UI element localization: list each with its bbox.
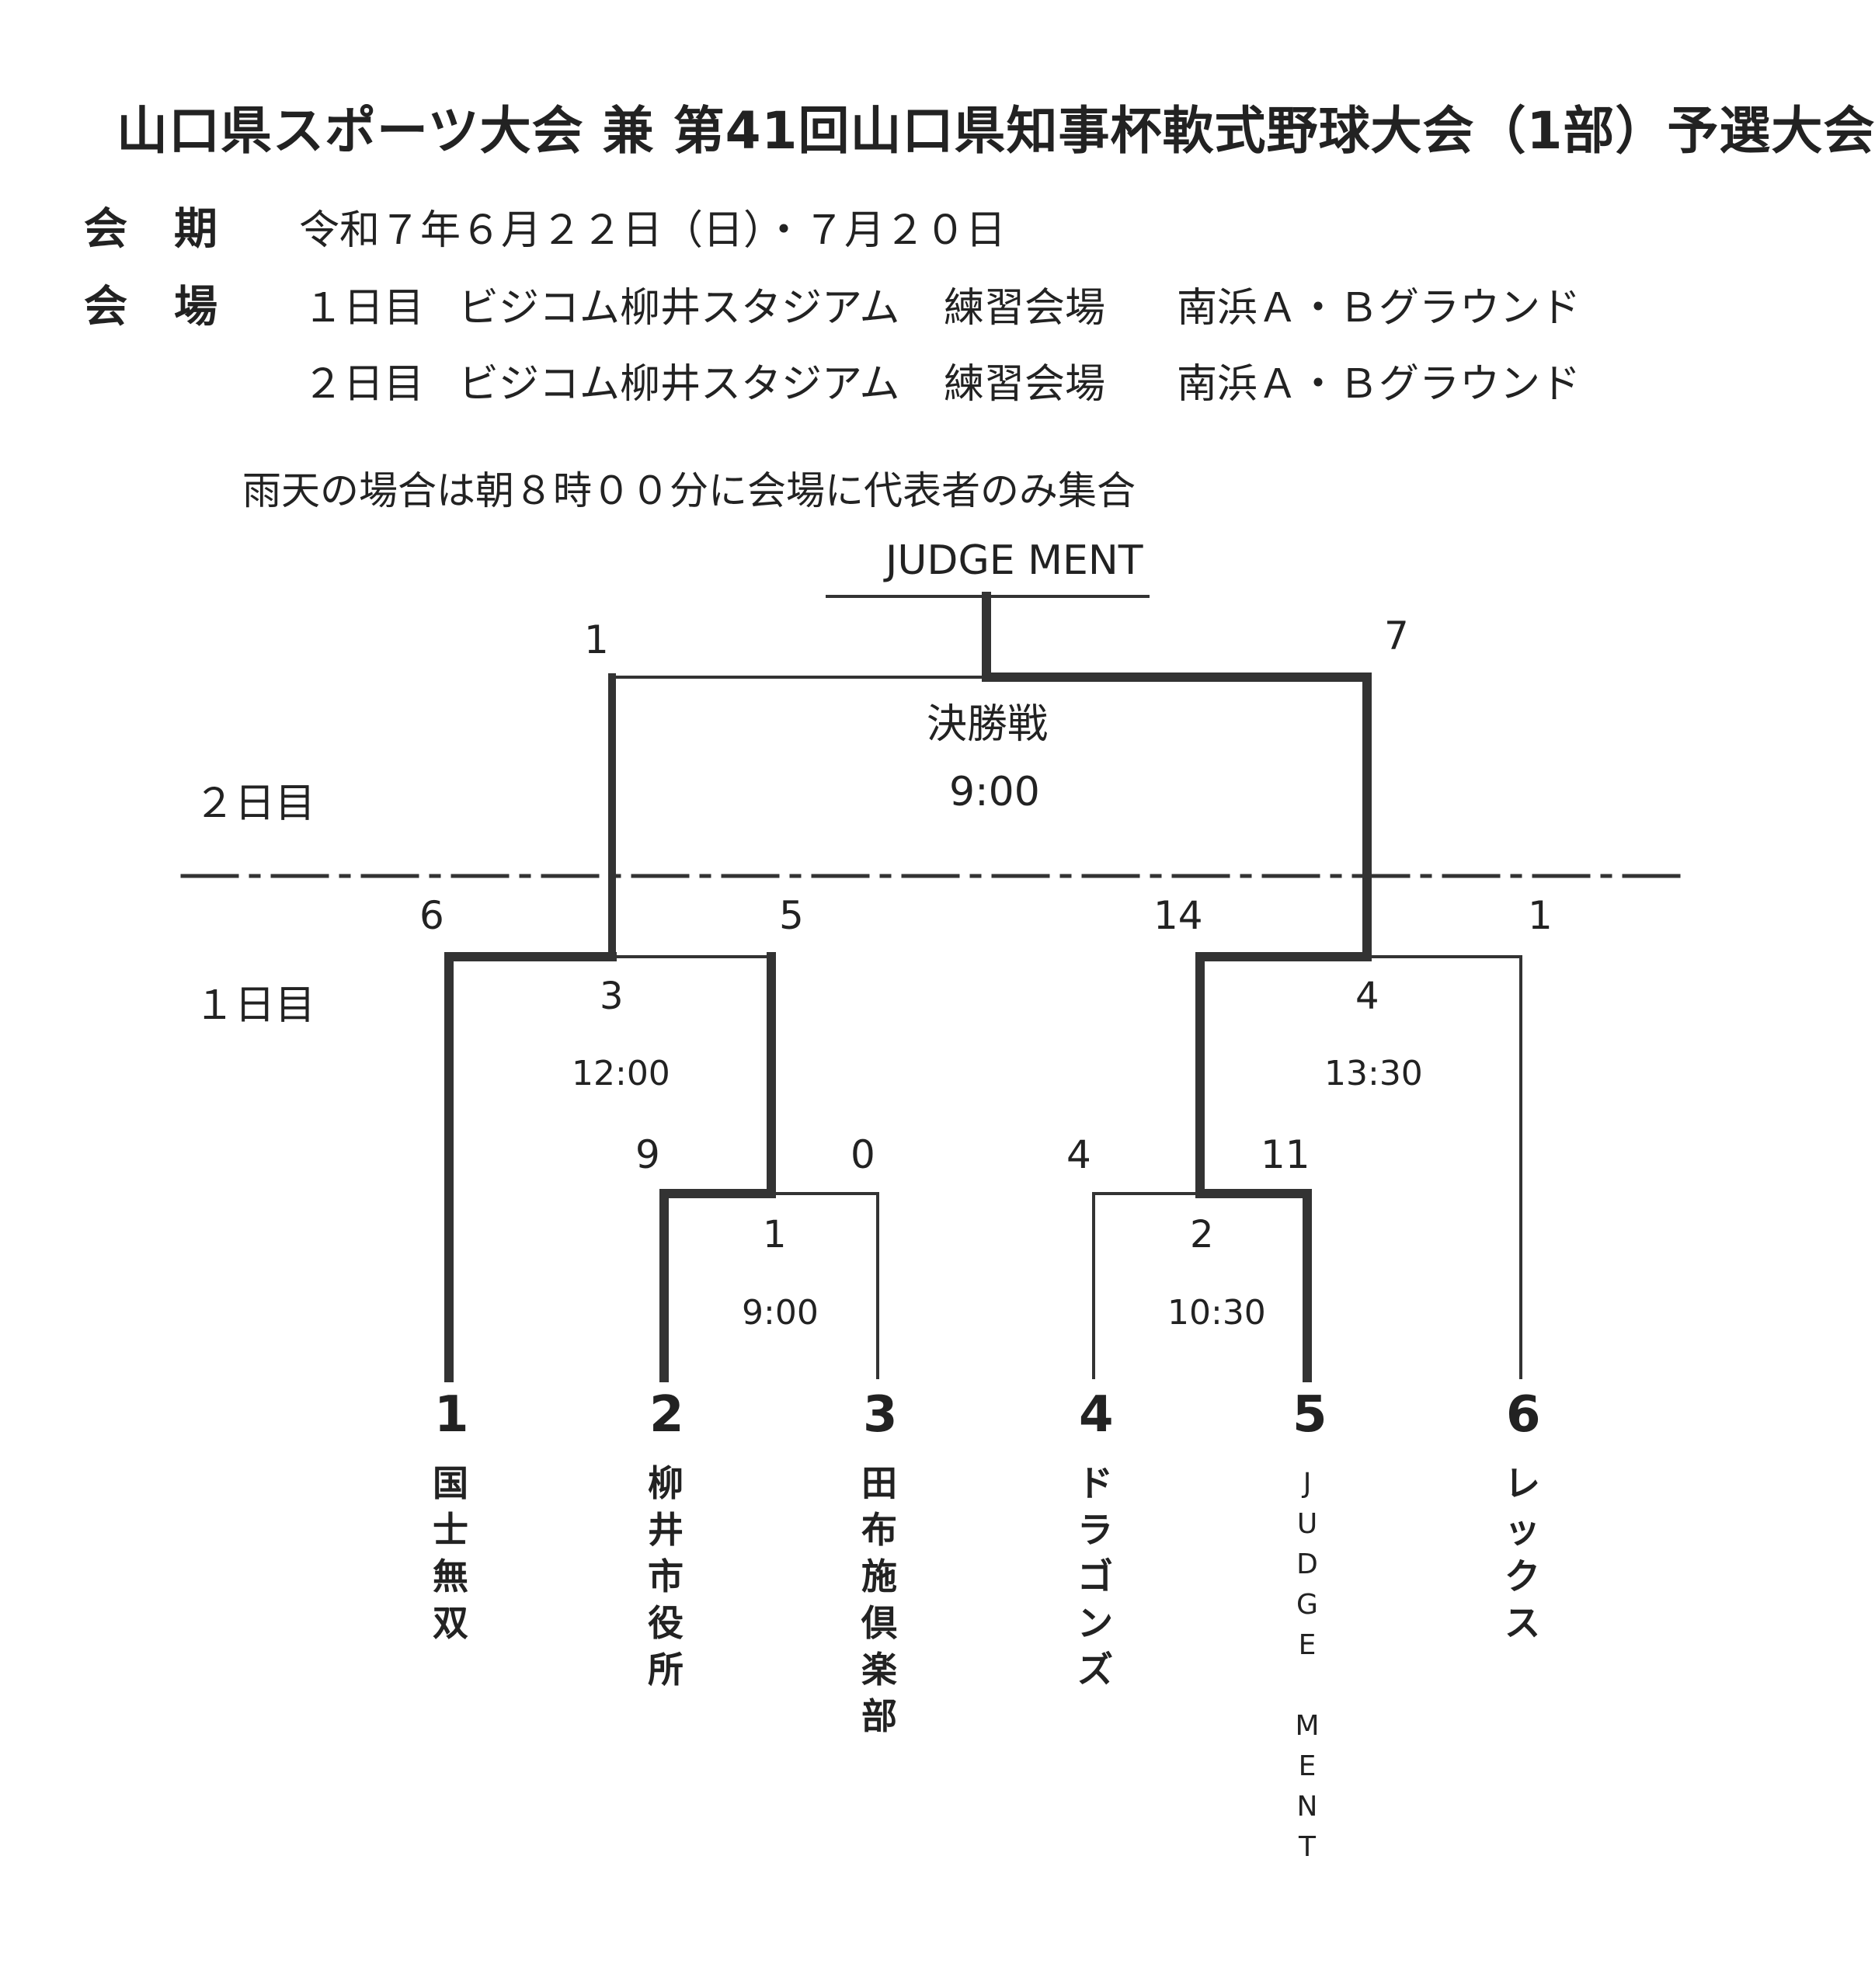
qf-right-time: 10:30	[1167, 1293, 1266, 1333]
final-score-left: 1	[584, 617, 609, 662]
team-seed-1: 1	[434, 1386, 469, 1444]
qf-right-match-number: 2	[1190, 1213, 1214, 1256]
venue-day: １日目	[303, 285, 425, 332]
semi-right-score-right: 1	[1528, 893, 1553, 938]
final-name: 決勝戦	[927, 701, 1049, 748]
rain-note: 雨天の場合は朝８時００分に会場に代表者のみ集合	[242, 468, 1136, 513]
semi-left-score-left: 6	[419, 893, 444, 938]
semi-right-score-left: 14	[1153, 893, 1203, 938]
venue-label: 会場	[84, 282, 264, 332]
qf-left-score-left: 9	[635, 1132, 660, 1177]
day1-label: １日目	[194, 982, 316, 1029]
venue-day: ２日目	[303, 361, 425, 408]
team-seed-5: 5	[1292, 1386, 1327, 1444]
day2-label: ２日目	[194, 780, 316, 827]
qf-left-time: 9:00	[742, 1293, 819, 1333]
venue-stadium: ビジコム柳井スタジアム	[458, 361, 900, 408]
team-name-2: 柳井市役所	[648, 1462, 684, 1691]
venue-practice: 練習会場	[944, 361, 1106, 408]
period-label: 会期	[84, 204, 264, 255]
bracket-lines	[180, 592, 1684, 1382]
qf-right-score-right: 11	[1261, 1132, 1310, 1177]
qf-right-score-left: 4	[1066, 1132, 1091, 1177]
venue-ground: 南浜Ａ・Ｂグラウンド	[1177, 361, 1581, 408]
qf-left-score-right: 0	[851, 1132, 875, 1177]
qf-left-match-number: 1	[763, 1213, 787, 1256]
semi-right-time: 13:30	[1324, 1054, 1423, 1093]
semi-left-match-number: 3	[600, 975, 624, 1018]
team-seed-2: 2	[649, 1386, 684, 1444]
team-seed-6: 6	[1506, 1386, 1541, 1444]
team-name-3: 田布施倶楽部	[861, 1462, 897, 1737]
final-time: 9:00	[949, 769, 1040, 815]
team-seed-4: 4	[1079, 1386, 1114, 1444]
team-seed-3: 3	[863, 1386, 898, 1444]
semi-right-match-number: 4	[1355, 975, 1379, 1018]
venue-practice: 練習会場	[944, 285, 1106, 332]
team-name-6: レックス	[1505, 1462, 1540, 1644]
page-title: 山口県スポーツ大会 兼 第41回山口県知事杯軟式野球大会（1部）予選大会	[117, 101, 1875, 161]
champion-name: JUDGE MENT	[885, 537, 1143, 584]
period-value: 令和７年６月２２日（日）・７月２０日	[299, 207, 1007, 254]
venue-ground: 南浜Ａ・Ｂグラウンド	[1177, 285, 1581, 332]
team-name-4: ドラゴンズ	[1077, 1462, 1113, 1691]
semi-left-time: 12:00	[572, 1054, 670, 1093]
team-name-1: 国士無双	[433, 1462, 468, 1644]
semi-left-score-right: 5	[779, 893, 804, 938]
final-score-right: 7	[1384, 613, 1409, 659]
venue-stadium: ビジコム柳井スタジアム	[458, 285, 900, 332]
